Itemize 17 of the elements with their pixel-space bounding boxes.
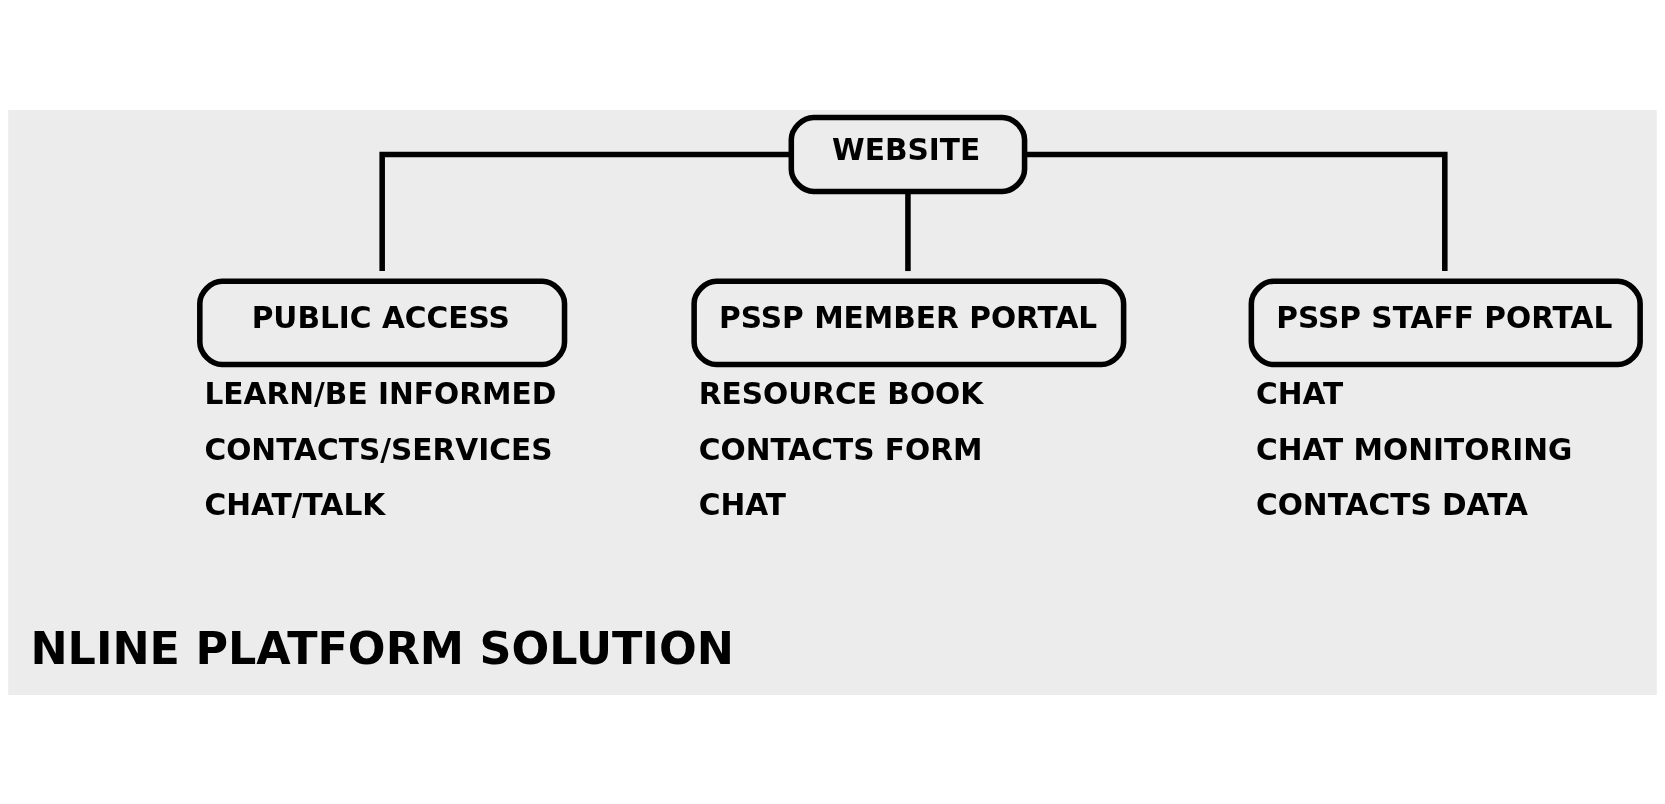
label: NLINE PLATFORM SOLUTION xyxy=(30,622,734,674)
node-label: LEARN/BE INFORMED xyxy=(204,376,557,411)
node-label: CHAT xyxy=(698,487,787,522)
connector xyxy=(905,191,911,271)
connector xyxy=(379,151,792,271)
node-label: CHAT/TALK xyxy=(204,487,386,522)
node-label: RESOURCE BOOK xyxy=(698,376,984,411)
node-label: CHAT xyxy=(1255,376,1344,411)
node-box: PUBLIC ACCESS xyxy=(197,277,568,367)
node-label: CONTACTS FORM xyxy=(698,432,983,467)
node-label: CHAT MONITORING xyxy=(1255,432,1573,467)
node-box: PSSP STAFF PORTAL xyxy=(1248,277,1643,367)
node-box: WEBSITE xyxy=(788,114,1028,194)
node-label: CONTACTS DATA xyxy=(1255,487,1529,522)
connector xyxy=(1025,151,1448,271)
node-label: CONTACTS/SERVICES xyxy=(204,432,553,467)
node-box: PSSP MEMBER PORTAL xyxy=(691,277,1127,367)
